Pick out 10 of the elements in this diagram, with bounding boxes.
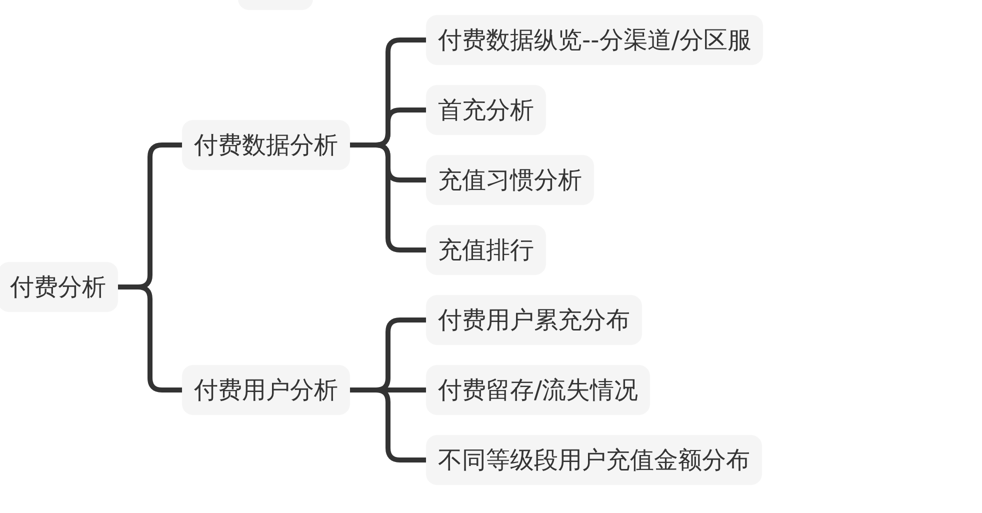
topic-box: 充值排行 [426,225,546,275]
topic-box: 不同等级段用户充值金额分布 [426,435,762,485]
topic-box: 付费留存/流失情况 [426,365,650,415]
topic-box: 充值习惯分析 [426,155,594,205]
topic-box: 付费数据分析 [182,120,350,170]
topic-box: 付费数据纵览--分渠道/分区服 [426,15,764,65]
topic-box: 首充分析 [426,85,546,135]
topic-box: 付费用户累充分布 [426,295,642,345]
topic-box: 付费用户分析 [182,365,350,415]
topic-box: 付费分析 [0,262,118,312]
